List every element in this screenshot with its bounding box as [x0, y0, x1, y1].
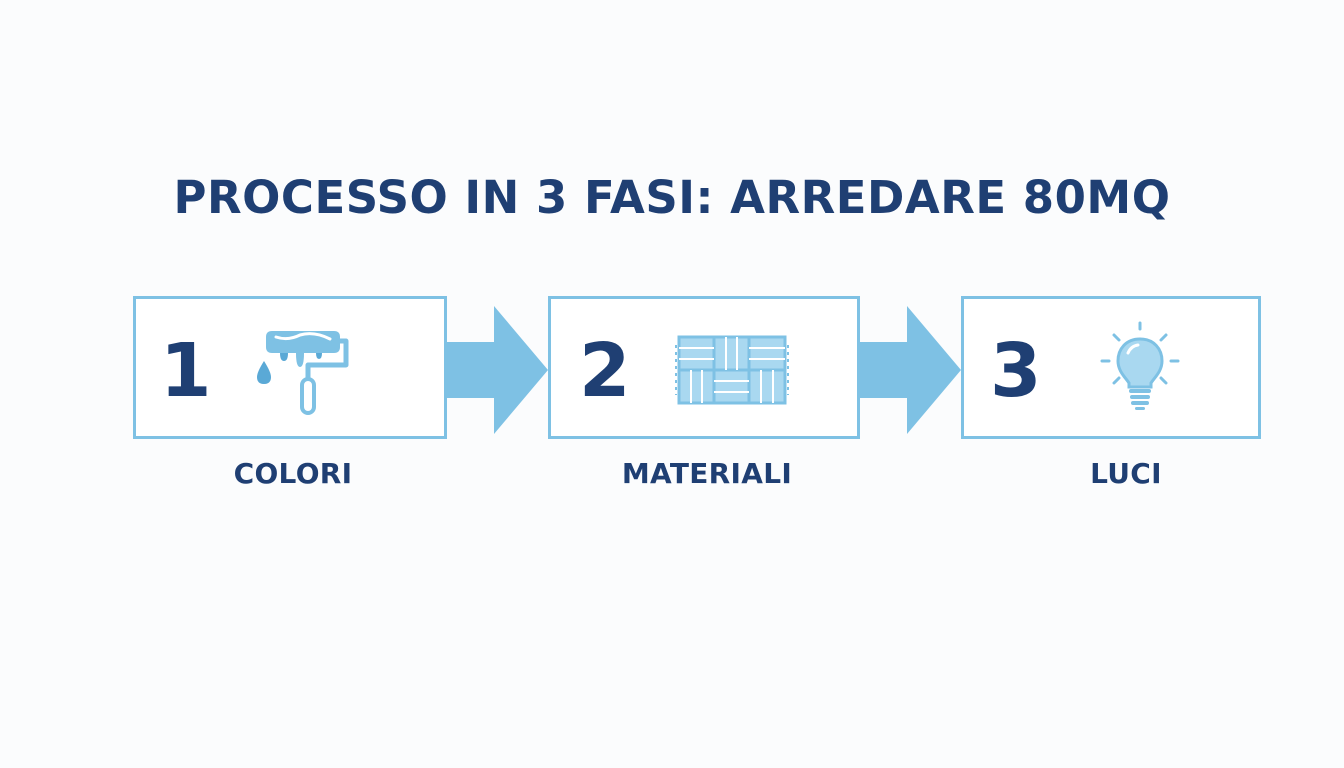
step-box-1: 1 — [133, 296, 447, 439]
arrow-right-icon — [857, 306, 961, 434]
step-number-1: 1 — [160, 328, 212, 414]
step-number-3: 3 — [990, 328, 1042, 414]
paint-roller-icon — [257, 331, 349, 415]
step-box-3: 3 — [961, 296, 1261, 439]
step-label-1: COLORI — [233, 457, 353, 490]
step-number-2: 2 — [579, 328, 631, 414]
arrow-right-icon — [444, 306, 548, 434]
light-bulb-icon — [1100, 321, 1180, 410]
parquet-tiles-icon — [675, 335, 789, 405]
page-title: PROCESSO IN 3 FASI: ARREDARE 80MQ — [173, 171, 1171, 224]
step-label-3: LUCI — [1090, 457, 1162, 490]
step-box-2: 2 — [548, 296, 860, 439]
step-label-2: MATERIALI — [621, 457, 793, 490]
